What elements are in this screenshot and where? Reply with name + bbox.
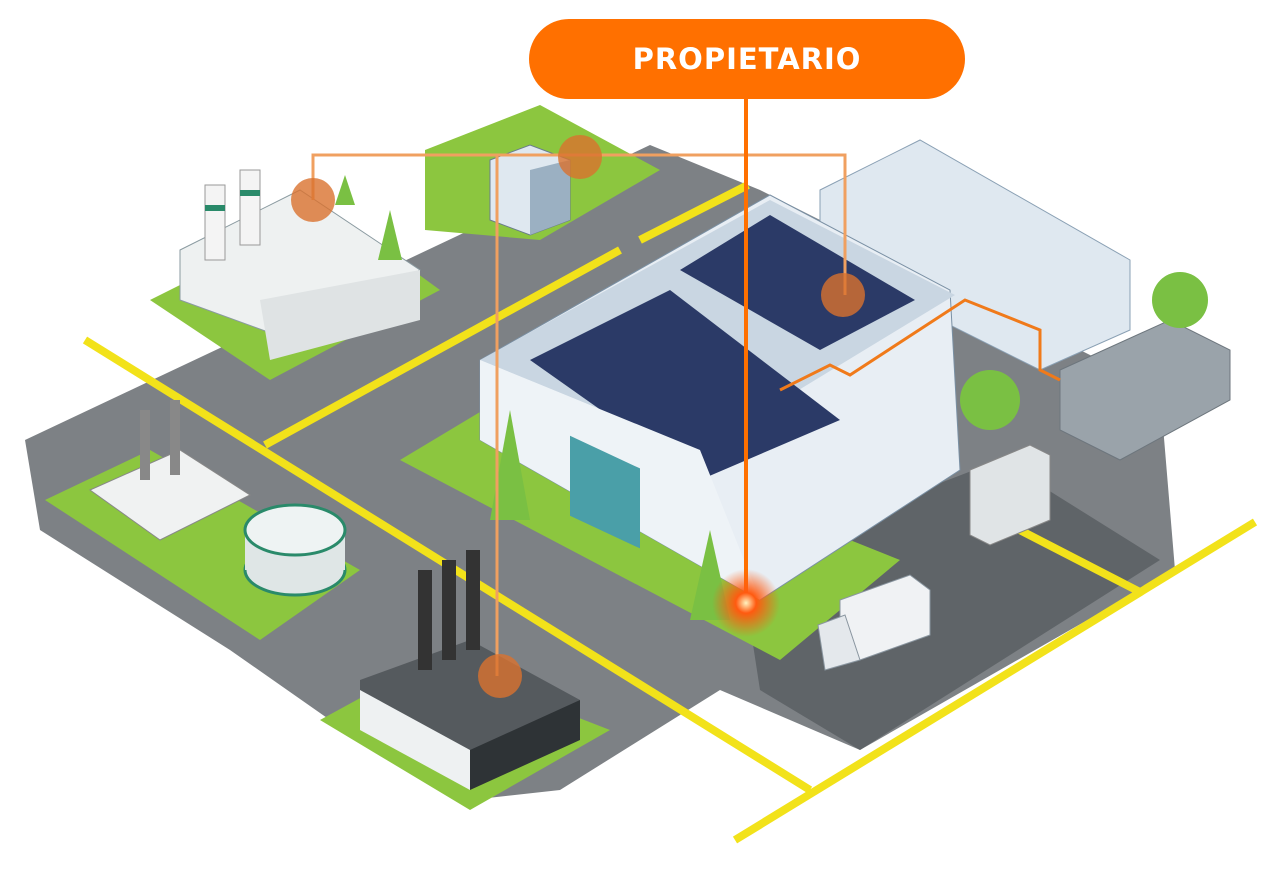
owner-location-glow [712,569,780,637]
power-cables [779,298,1061,392]
propietario-label: PROPIETARIO [529,19,965,99]
tank-plant [88,400,347,597]
office-building [489,144,571,236]
solar-panels-front [530,290,840,480]
markers [291,135,865,698]
power-plant-marker [291,178,335,222]
office-marker [558,135,602,179]
factory-marker [478,654,522,698]
truck [817,574,931,671]
factory [360,550,580,790]
solar-panels-back [680,215,915,350]
warehouse-roof-marker [821,273,865,317]
power-plant [179,169,421,360]
electrical-cabinet [969,444,1051,546]
